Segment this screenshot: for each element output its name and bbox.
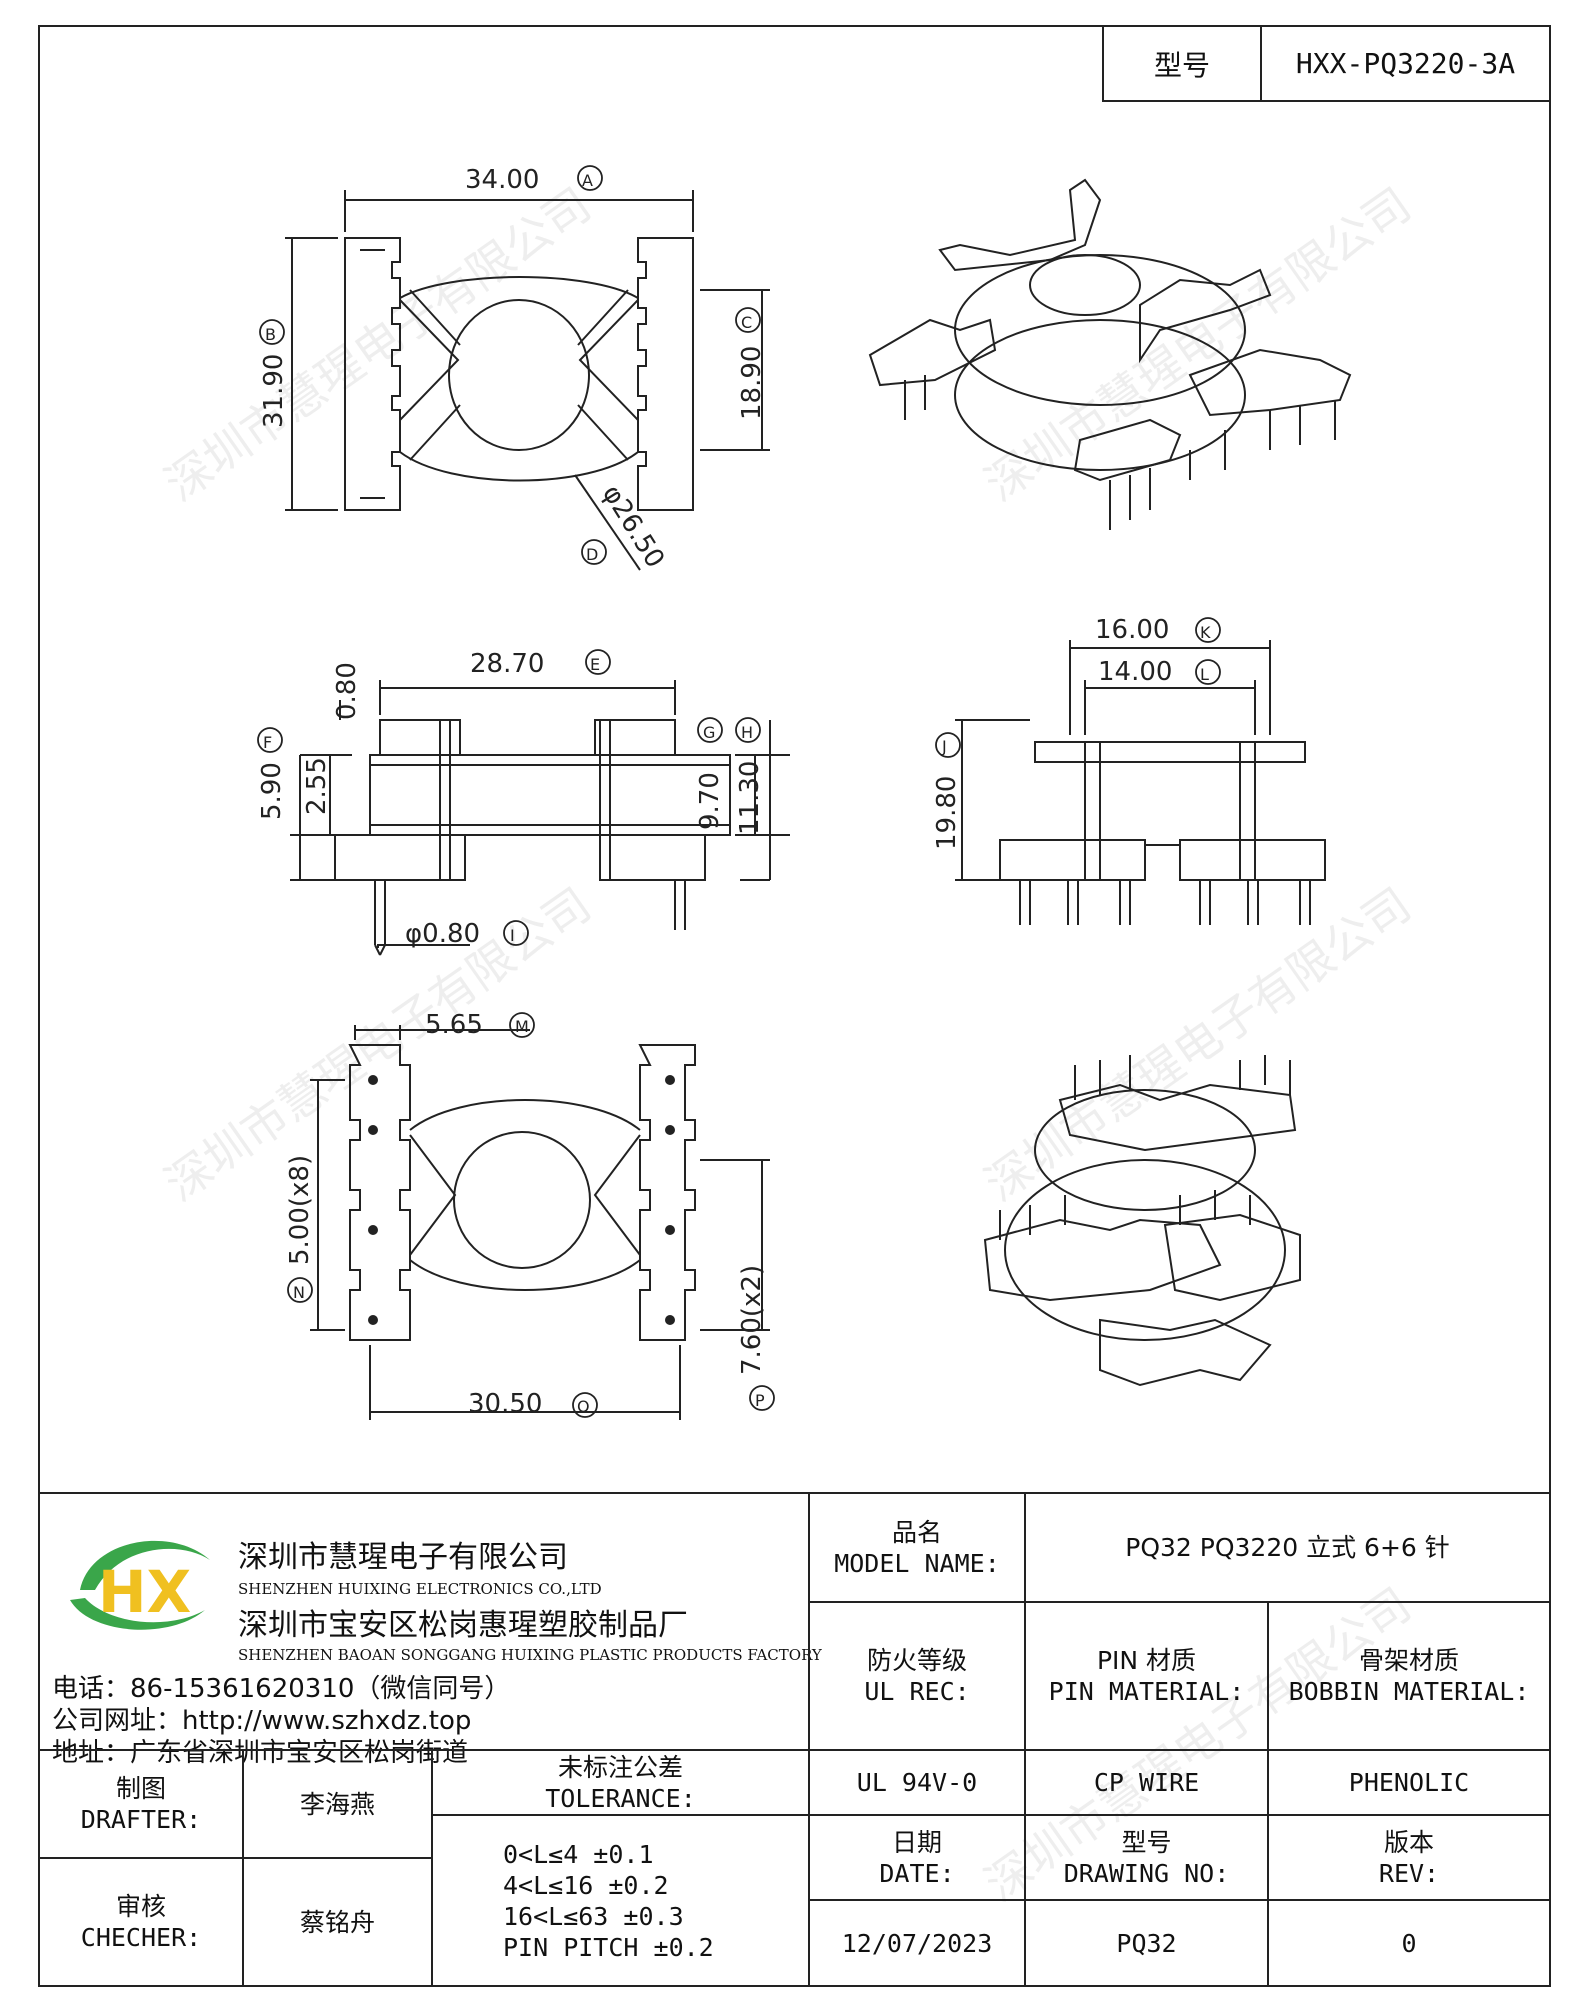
dim-i-tag: I xyxy=(510,926,515,945)
logo-letters: HX xyxy=(98,1558,191,1626)
company-phone: 电话：86-15361620310（微信同号） xyxy=(52,1674,511,1704)
dim-e-tag: E xyxy=(590,655,600,674)
company-address: 地址：广东省深圳市宝安区松岗街道 xyxy=(52,1738,469,1768)
dim-j-tag: J xyxy=(941,737,947,756)
dim-b-tag: B xyxy=(265,325,276,344)
dimension-tags xyxy=(257,165,1221,1418)
factory-name-en: SHENZHEN BAOAN SONGGANG HUIXING PLASTIC … xyxy=(238,1646,822,1664)
date-label: 日期 DATE: xyxy=(808,1814,1026,1901)
logo-swoosh-bottom xyxy=(70,1598,205,1630)
company-name-cn: 深圳市慧瑆电子有限公司 xyxy=(238,1540,568,1575)
top-view xyxy=(285,190,770,571)
dim-e-value: 28.70 xyxy=(470,649,544,679)
pin-material-label: PIN 材质 PIN MATERIAL: xyxy=(1024,1601,1269,1751)
drawing-no-value: PQ32 xyxy=(1024,1899,1269,1987)
dim-f4-value: 9.70 xyxy=(695,772,725,830)
dim-c-tag: C xyxy=(741,313,752,332)
dim-f3-value: 2.55 xyxy=(302,757,332,815)
factory-name-cn: 深圳市宝安区松岗惠瑆塑胶制品厂 xyxy=(238,1608,688,1643)
tolerance-values: 0<L≤4 ±0.1 4<L≤16 ±0.2 16<L≤63 ±0.3 PIN … xyxy=(431,1814,810,1987)
dim-g-tag: G xyxy=(703,723,715,742)
dim-m-value: 5.65 xyxy=(425,1010,483,1040)
dim-l-tag: L xyxy=(1200,665,1209,684)
model-value: HXX-PQ3220-3A xyxy=(1295,47,1516,80)
tolerance-label: 未标注公差 TOLERANCE: xyxy=(431,1749,810,1816)
dim-n-value: 5.00(x8) xyxy=(285,1155,315,1265)
dim-f2-value: 0.80 xyxy=(332,662,362,720)
dim-f5-value: 11.30 xyxy=(735,761,765,835)
dim-k-tag: K xyxy=(1200,623,1211,642)
dim-b-value: 31.90 xyxy=(259,354,289,428)
drafter-value: 李海燕 xyxy=(242,1749,433,1859)
revision-label: 版本 REV: xyxy=(1267,1814,1551,1901)
technical-drawing: 34.00 A B 31.90 C 18.90 φ26.50 D 28.70 E… xyxy=(257,165,1352,1420)
drafter-label: 制图 DRAFTER: xyxy=(38,1749,244,1859)
dim-n-tag: N xyxy=(293,1283,305,1302)
dim-j-value: 19.80 xyxy=(932,776,962,850)
company-logo: HX xyxy=(70,1540,210,1630)
checker-label: 审核 CHECHER: xyxy=(38,1857,244,1987)
dim-i-value: φ0.80 xyxy=(405,919,480,949)
bottom-view xyxy=(310,1025,770,1420)
company-name-en: SHENZHEN HUIXING ELECTRONICS CO.,LTD xyxy=(238,1580,602,1598)
checker-value: 蔡铭舟 xyxy=(242,1857,433,1987)
dim-o-tag: O xyxy=(577,1397,590,1416)
dim-f-tag: F xyxy=(263,733,272,752)
dim-f-value: 5.90 xyxy=(257,762,287,820)
dim-a-tag: A xyxy=(582,171,593,190)
side-view xyxy=(955,640,1326,925)
model-label: 型号 xyxy=(1153,48,1210,82)
dim-p-value: 7.60(x2) xyxy=(737,1265,767,1375)
dim-a-value: 34.00 xyxy=(465,165,539,195)
date-value: 12/07/2023 xyxy=(808,1899,1026,1987)
model-value-cell: HXX-PQ3220-3A xyxy=(1260,25,1551,102)
isometric-bottom-view xyxy=(983,1055,1301,1387)
dim-o-value: 30.50 xyxy=(468,1389,542,1419)
dim-k-value: 16.00 xyxy=(1095,615,1169,645)
front-view xyxy=(290,680,790,956)
company-website: 公司网址：http://www.szhxdz.top xyxy=(52,1706,472,1736)
fire-rating-value: UL 94V-0 xyxy=(808,1749,1026,1816)
dim-m-tag: M xyxy=(515,1017,529,1036)
isometric-top-view xyxy=(868,178,1352,530)
dim-p-tag: P xyxy=(755,1391,765,1410)
model-name-value: PQ32 PQ3220 立式 6+6 针 xyxy=(1024,1492,1551,1603)
fire-rating-label: 防火等级 UL REC: xyxy=(808,1601,1026,1751)
dim-l-value: 14.00 xyxy=(1098,657,1172,687)
pin-material-value: CP WIRE xyxy=(1024,1749,1269,1816)
title-block-top-rule xyxy=(38,1492,1551,1494)
bobbin-material-label: 骨架材质 BOBBIN MATERIAL: xyxy=(1267,1601,1551,1751)
dim-c-value: 18.90 xyxy=(737,346,767,420)
revision-value: 0 xyxy=(1267,1899,1551,1987)
bobbin-material-value: PHENOLIC xyxy=(1267,1749,1551,1816)
logo-swoosh-top xyxy=(80,1540,210,1590)
model-name-label: 品名 MODEL NAME: xyxy=(808,1492,1026,1603)
dim-h-tag: H xyxy=(741,723,753,742)
dim-d-tag: D xyxy=(586,545,598,564)
drawing-no-label: 型号 DRAWING NO: xyxy=(1024,1814,1269,1901)
